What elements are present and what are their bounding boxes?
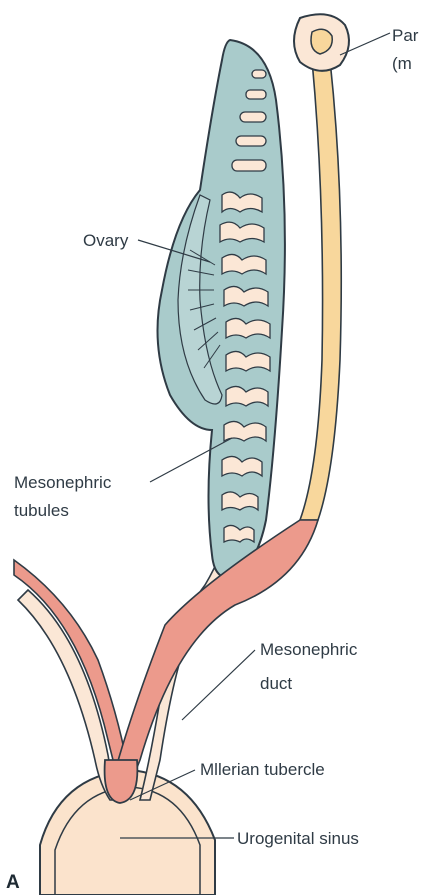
label-mesonephric-duct-line2: duct: [260, 674, 292, 693]
ovary-mesonephros: [158, 40, 285, 578]
paramesonephric-duct-upper: [300, 60, 341, 520]
label-mesonephric-duct-line1: Mesonephric: [260, 640, 358, 659]
paramesonephric-ostium: [294, 14, 349, 71]
label-paramesonephric-line2: (m: [392, 54, 412, 73]
panel-letter: A: [6, 872, 20, 893]
label-paramesonephric-line1: Par: [392, 26, 419, 45]
label-urogenital-sinus: Urogenital sinus: [237, 829, 359, 848]
label-mesonephric-tubules-line1: Mesonephric: [14, 473, 112, 492]
label-ovary: Ovary: [83, 231, 129, 250]
label-mullerian-tubercle: Mllerian tubercle: [200, 760, 325, 779]
label-mesonephric-tubules-line2: tubules: [14, 501, 69, 520]
